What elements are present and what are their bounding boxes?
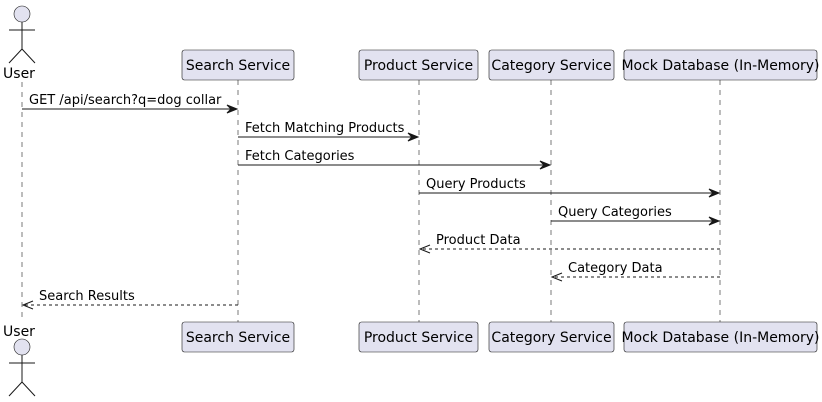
participant-search-top: Search Service	[181, 49, 295, 81]
participant-label: Search Service	[186, 330, 290, 346]
participant-db-bottom: Mock Database (In-Memory)	[621, 321, 820, 353]
message-6: Product Data	[418, 233, 720, 254]
participant-search-bottom: Search Service	[181, 321, 295, 353]
message-label: Fetch Matching Products	[245, 121, 405, 136]
message-label: Category Data	[568, 261, 663, 276]
participant-label: Search Service	[186, 58, 290, 74]
participant-product-bottom: Product Service	[358, 321, 479, 353]
lifelines	[21, 80, 721, 322]
participant-label: Mock Database (In-Memory)	[621, 330, 819, 346]
open-arrowhead-icon	[418, 244, 431, 254]
filled-arrowhead-icon	[407, 132, 420, 142]
participant-box	[181, 321, 295, 353]
message-label: Query Categories	[558, 205, 672, 220]
actor-user-bottom: User	[3, 324, 36, 397]
participant-label: Mock Database (In-Memory)	[621, 58, 819, 74]
message-1: GET /api/search?q=dog collar	[22, 93, 239, 114]
message-label: Query Products	[426, 177, 526, 192]
filled-arrowhead-icon	[226, 104, 239, 114]
message-label: Fetch Categories	[245, 149, 355, 164]
participant-box	[623, 49, 818, 81]
message-3: Fetch Categories	[238, 149, 552, 170]
actor-user-top: User	[3, 5, 36, 82]
actor-head-icon	[13, 338, 31, 356]
participant-box	[181, 49, 295, 81]
message-label: Search Results	[39, 289, 135, 304]
participant-label: Product Service	[364, 330, 473, 346]
participant-category-bottom: Category Service	[488, 321, 615, 353]
open-arrowhead-icon	[550, 272, 563, 282]
filled-arrowhead-icon	[708, 188, 721, 198]
participant-category-top: Category Service	[488, 49, 615, 81]
participant-box	[488, 49, 615, 81]
participant-label: Category Service	[491, 58, 611, 74]
actor-legs	[8, 48, 36, 64]
message-4: Query Products	[419, 177, 721, 198]
participants-bottom: User Search Service Product Service Categor…	[3, 321, 820, 397]
message-5: Query Categories	[551, 205, 721, 226]
message-2: Fetch Matching Products	[238, 121, 420, 142]
message-8: Search Results	[21, 289, 238, 310]
participant-box	[358, 49, 479, 81]
participant-box	[488, 321, 615, 353]
actor-label-bottom: User	[3, 324, 35, 340]
filled-arrowhead-icon	[708, 216, 721, 226]
actor-legs	[8, 381, 36, 397]
participant-product-top: Product Service	[358, 49, 479, 81]
participant-label: Category Service	[491, 330, 611, 346]
participant-db-top: Mock Database (In-Memory)	[621, 49, 820, 81]
message-label: Product Data	[436, 233, 521, 248]
participant-label: Product Service	[364, 58, 473, 74]
actor-label-top: User	[3, 66, 35, 82]
message-7: Category Data	[550, 261, 720, 282]
participants-top: User Search Service Product Service Categor…	[3, 5, 820, 82]
participant-box	[358, 321, 479, 353]
filled-arrowhead-icon	[539, 160, 552, 170]
actor-head-icon	[13, 5, 31, 23]
open-arrowhead-icon	[21, 300, 34, 310]
participant-box	[623, 321, 818, 353]
message-label: GET /api/search?q=dog collar	[29, 93, 222, 108]
